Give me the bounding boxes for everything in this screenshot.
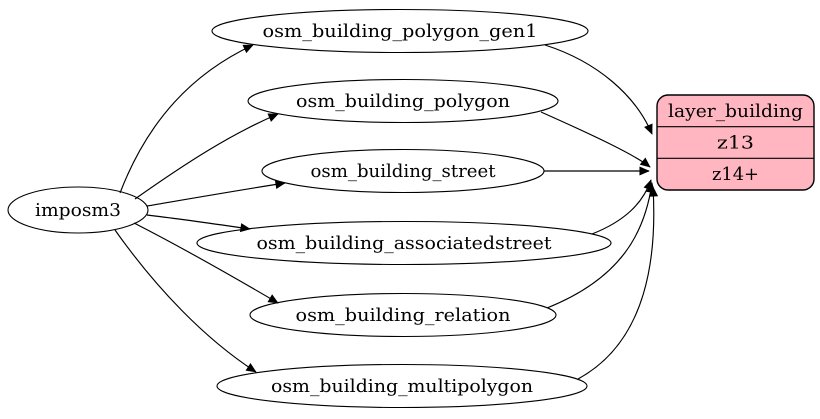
node-osm-building-polygon-gen1: osm_building_polygon_gen1 (211, 8, 589, 54)
table-label: osm_building_polygon (296, 91, 510, 112)
edge-relation-z14 (546, 182, 656, 309)
edge-imposm3-polygon-gen1 (119, 44, 254, 194)
table-ellipse (196, 220, 612, 266)
edge-associatedstreet-z14 (591, 179, 653, 235)
layer-building-box (656, 94, 815, 191)
node-osm-building-street: osm_building_street (261, 148, 545, 194)
edge-imposm3-associatedstreet (146, 214, 251, 233)
edge-imposm3-multipolygon (114, 229, 257, 373)
edge-polygon-gen1-z13 (544, 44, 653, 135)
table-label: osm_building_associatedstreet (257, 233, 553, 254)
node-layer-building: layer_building z13 z14+ (656, 94, 815, 191)
node-osm-building-associatedstreet: osm_building_associatedstreet (196, 220, 612, 266)
node-osm-building-multipolygon: osm_building_multipolygon (216, 363, 588, 409)
edge-imposm3-relation (133, 222, 279, 304)
table-label: osm_building_polygon_gen1 (263, 21, 538, 42)
layer-row-z13: z13 (717, 133, 754, 154)
node-osm-building-relation: osm_building_relation (249, 292, 557, 338)
edge-imposm3-street (146, 179, 286, 207)
table-ellipse (216, 363, 588, 409)
table-label: osm_building_relation (296, 305, 511, 326)
table-ellipse (249, 292, 557, 338)
layer-row-z14plus: z14+ (712, 164, 759, 185)
table-ellipse (211, 8, 589, 54)
layer-building-title: layer_building (668, 101, 803, 122)
edge-polygon-z14 (540, 111, 651, 168)
imposm3-ellipse (7, 186, 149, 234)
table-label: osm_building_multipolygon (271, 376, 533, 397)
edge-multipolygon-z14 (577, 186, 659, 380)
table-label: osm_building_street (311, 161, 497, 182)
table-ellipse (247, 78, 559, 124)
edge-imposm3-polygon (134, 113, 279, 200)
node-osm-building-polygon: osm_building_polygon (247, 78, 559, 124)
node-imposm3: imposm3 (7, 186, 149, 234)
imposm3-label: imposm3 (35, 200, 121, 221)
